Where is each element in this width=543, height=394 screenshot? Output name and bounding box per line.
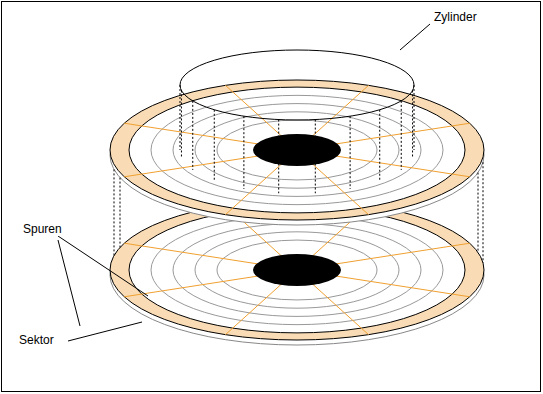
data-area [129,207,465,333]
sector-line [124,243,470,297]
cylinder-guide [350,116,351,189]
sector-line [124,123,470,177]
cylinder-guide [114,169,115,255]
part-label: Spuren [22,222,63,236]
cylinder-guide [412,90,413,156]
cylinder-guide [401,101,402,170]
cylinder-guide [120,178,121,248]
part-label: Sektor [18,333,55,347]
leader-line [68,322,142,341]
leader-line [58,236,148,296]
part-label: Zylinder [433,10,478,24]
cylinder-guide [379,110,380,181]
cylinder-guide [478,173,479,253]
track [173,224,421,317]
cylinder [180,50,414,193]
data-area [129,87,465,213]
hub [253,254,341,286]
cylinder-guide [214,110,215,181]
track [151,95,443,204]
cylinder-top [180,50,414,120]
hub [253,134,341,166]
track [195,232,399,308]
cylinder-guide [315,120,316,194]
drawing-stroke [414,85,415,150]
track [217,240,377,300]
track [195,112,399,188]
cylinder-guide [192,101,193,170]
track [151,215,443,324]
cylinder-guide [243,116,244,189]
drawing-stroke [180,85,181,150]
sector-line [124,123,470,177]
sector-line [225,85,368,214]
cylinder-guide [278,120,279,194]
track [217,120,377,180]
sector-line [225,85,368,214]
leader-lines [58,24,430,341]
platter [110,80,484,220]
cylinder-guide [483,162,484,263]
track [173,104,421,197]
sector-line [124,243,470,297]
leader-line [58,240,80,326]
cylinder-guide [181,90,182,156]
leader-line [400,24,430,50]
